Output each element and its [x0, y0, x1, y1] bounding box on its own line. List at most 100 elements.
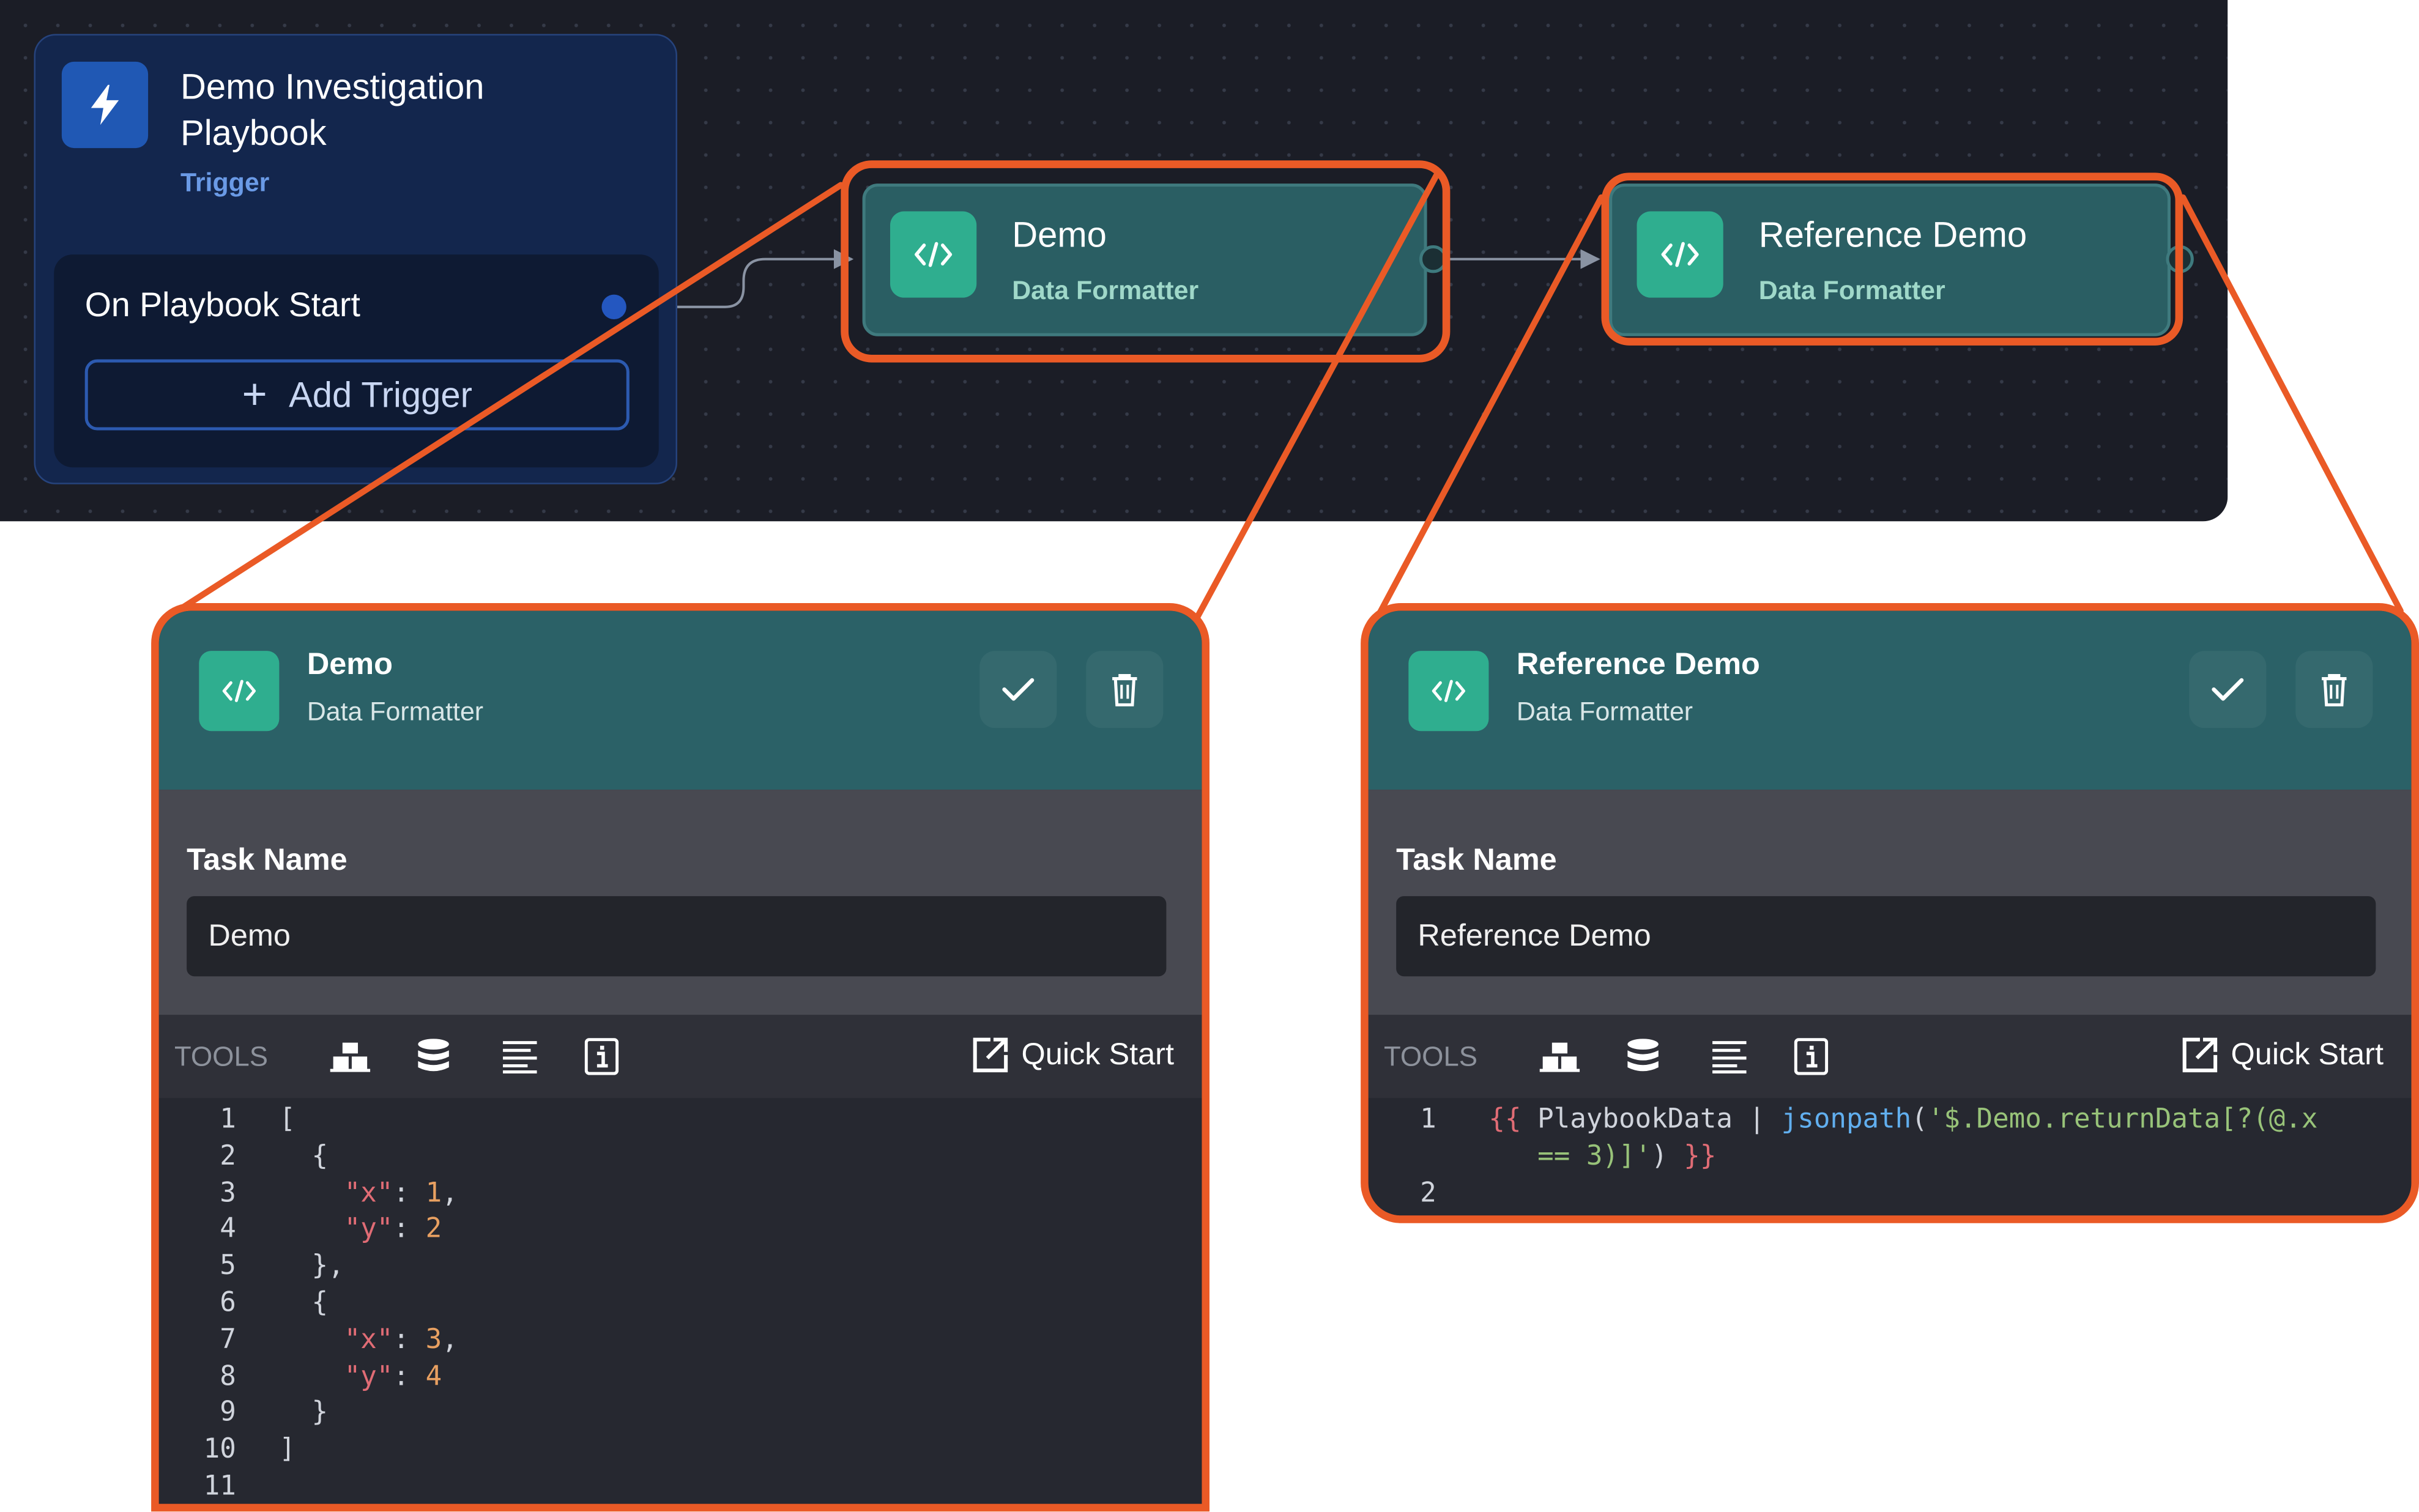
tools-bar: TOOLS Quick Start: [1368, 1015, 2412, 1099]
task-name-label: Task Name: [1396, 843, 1557, 878]
code-line: "x": 3,: [279, 1325, 458, 1355]
database-icon[interactable]: [1621, 1035, 1665, 1078]
info-icon[interactable]: [1789, 1035, 1833, 1078]
node-title: Demo: [1012, 214, 1107, 255]
code-token: '$.Demo.returnData[?(@.x: [1927, 1104, 2318, 1135]
line-number: 5: [220, 1251, 236, 1282]
code-token: :: [393, 1361, 426, 1393]
code-token: :: [393, 1324, 426, 1356]
confirm-button[interactable]: [979, 651, 1057, 728]
node-subtitle: Data Formatter: [1758, 276, 1945, 306]
trigger-card[interactable]: Demo Investigation Playbook Trigger On P…: [34, 34, 678, 484]
code-token: 3: [425, 1324, 442, 1356]
quick-start-button[interactable]: Quick Start: [2182, 1037, 2384, 1074]
code-line: {: [279, 1141, 329, 1172]
code-token: },: [279, 1251, 344, 1282]
code-line: == 3)]') }}: [1488, 1141, 1716, 1172]
panel-title: Reference Demo: [1516, 648, 1760, 682]
code-token: 1: [425, 1177, 442, 1209]
code-token: [279, 1215, 344, 1245]
trigger-output-port[interactable]: [601, 294, 626, 319]
database-icon[interactable]: [412, 1035, 455, 1078]
code-token: :: [393, 1177, 426, 1209]
code-icon: [1637, 211, 1723, 298]
code-token: {{: [1488, 1104, 1538, 1135]
code-line: "y": 2: [279, 1215, 442, 1245]
code-line: "x": 1,: [279, 1178, 458, 1209]
code-token: [: [279, 1104, 296, 1135]
code-token: (: [1911, 1104, 1928, 1135]
confirm-button[interactable]: [2189, 651, 2267, 728]
external-link-icon: [2182, 1037, 2218, 1073]
add-trigger-label: Add Trigger: [289, 374, 472, 415]
panel-title: Demo: [307, 648, 393, 682]
code-token: {: [279, 1141, 329, 1172]
panel-demo: Demo Data Formatter Task Name Demo TOOLS: [151, 602, 1210, 1512]
code-token: [279, 1325, 344, 1355]
node-title: Reference Demo: [1758, 214, 2027, 255]
code-token: :: [393, 1214, 426, 1245]
code-token: 4: [425, 1361, 442, 1393]
align-icon[interactable]: [1708, 1035, 1752, 1078]
code-token: {: [279, 1288, 329, 1319]
line-number: 3: [220, 1177, 236, 1209]
code-token: [279, 1178, 344, 1209]
code-token: == 3)]': [1488, 1141, 1652, 1172]
edge-trigger-to-demo: [626, 249, 854, 308]
line-number: 10: [203, 1434, 236, 1466]
blocks-icon[interactable]: [329, 1035, 372, 1078]
line-number: 1: [1420, 1104, 1436, 1135]
task-name-input[interactable]: Reference Demo: [1396, 896, 2376, 977]
task-name-input[interactable]: Demo: [187, 896, 1167, 977]
code-token: "y": [344, 1214, 393, 1245]
code-token: [279, 1362, 344, 1392]
code-token: ): [1651, 1141, 1684, 1172]
line-number: 11: [203, 1471, 236, 1503]
line-number: 7: [220, 1324, 236, 1356]
code-token: PlaybookData |: [1537, 1104, 1782, 1135]
code-token: ,: [442, 1324, 458, 1356]
delete-button[interactable]: [2295, 651, 2373, 728]
code-line: {: [279, 1288, 329, 1319]
playbook-title: Demo Investigation Playbook: [180, 66, 485, 153]
tools-label: TOOLS: [1383, 1041, 1478, 1072]
code-token: "x": [344, 1177, 393, 1209]
code-line: "y": 4: [279, 1362, 442, 1392]
line-number: 2: [220, 1141, 236, 1172]
code-line: ]: [279, 1435, 295, 1466]
line-number: 6: [220, 1288, 236, 1319]
line-number: 9: [220, 1398, 236, 1429]
add-trigger-button[interactable]: + Add Trigger: [84, 359, 630, 431]
line-number: 1: [220, 1104, 236, 1135]
quick-start-label: Quick Start: [1021, 1037, 1175, 1072]
blocks-icon[interactable]: [1538, 1035, 1581, 1078]
panel-subtitle: Data Formatter: [1516, 697, 1693, 727]
node-demo[interactable]: Demo Data Formatter: [862, 183, 1427, 336]
plus-icon: +: [242, 370, 267, 418]
code-line: [: [279, 1105, 295, 1135]
trigger-event-label: On Playbook Start: [84, 285, 360, 324]
align-icon[interactable]: [499, 1035, 542, 1078]
trigger-event-box: On Playbook Start + Add Trigger: [54, 254, 659, 468]
node-reference-demo[interactable]: Reference Demo Data Formatter: [1609, 183, 2171, 336]
code-line: }: [279, 1398, 329, 1429]
panel-body: Task Name Demo: [158, 790, 1202, 1015]
quick-start-button[interactable]: Quick Start: [972, 1037, 1174, 1074]
tools-label: TOOLS: [174, 1041, 269, 1072]
code-icon: [1408, 651, 1489, 732]
tools-bar: TOOLS Quick Start: [158, 1015, 1202, 1099]
panel-header: Reference Demo Data Formatter: [1368, 610, 2412, 790]
code-token: }: [279, 1398, 329, 1429]
lightning-bolt-icon: [61, 61, 149, 149]
panel-reference-demo: Reference Demo Data Formatter Task Name …: [1361, 602, 2419, 1223]
panel-header: Demo Data Formatter: [158, 610, 1202, 790]
code-token: jsonpath: [1781, 1104, 1912, 1135]
delete-button[interactable]: [1086, 651, 1164, 728]
task-name-label: Task Name: [187, 843, 347, 878]
info-icon[interactable]: [580, 1035, 623, 1078]
